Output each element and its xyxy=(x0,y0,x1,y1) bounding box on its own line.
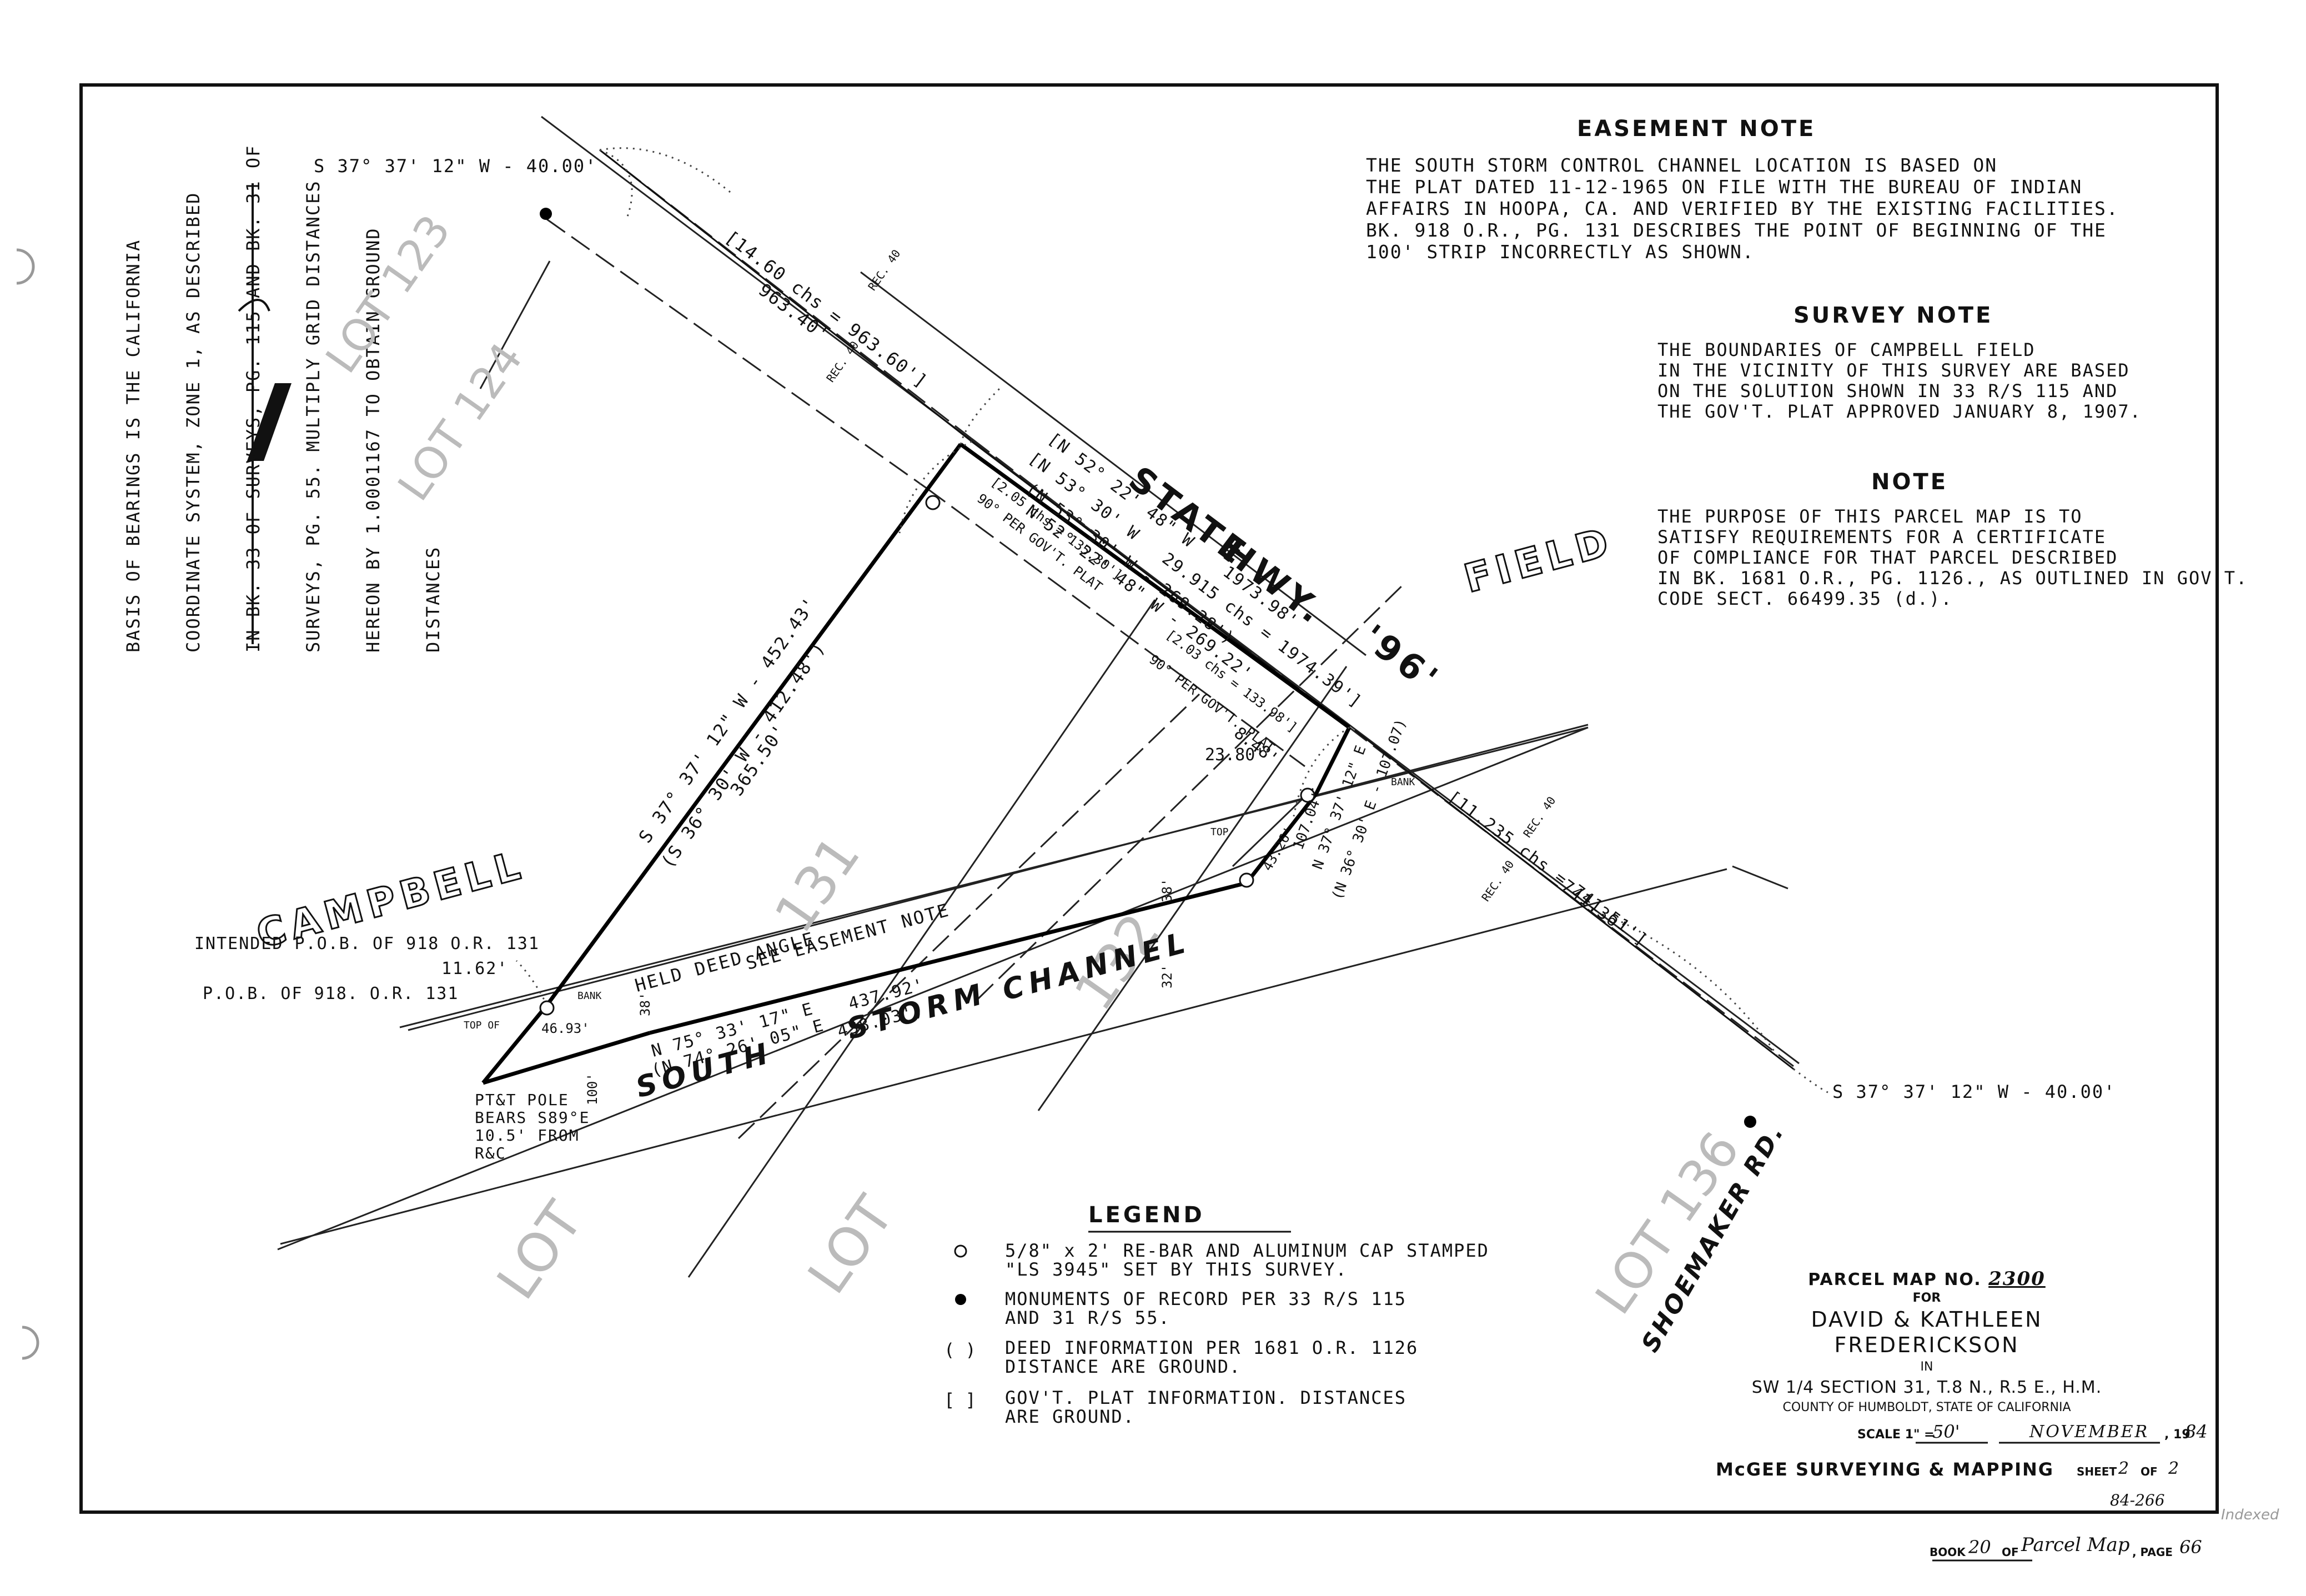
lot-lines xyxy=(277,116,1800,1278)
indexed-stamp: Indexed xyxy=(2221,1507,2279,1523)
easement-line: AFFAIRS IN HOOPA, CA. AND VERIFIED BY TH… xyxy=(1366,198,2119,219)
intended-pob-label: INTENDED P.O.B. OF 918 O.R. 131 xyxy=(194,934,540,953)
survey-line: IN THE VICINITY OF THIS SURVEY ARE BASED xyxy=(1657,360,2130,381)
page-label: , PAGE xyxy=(2132,1545,2173,1559)
note-line: OF COMPLIANCE FOR THAT PARCEL DESCRIBED xyxy=(1657,547,2118,568)
legend-item-plat: GOV'T. PLAT INFORMATION. DISTANCES ARE G… xyxy=(1005,1387,1407,1427)
sheet-label: SHEET xyxy=(2077,1465,2117,1478)
survey-note-body: THE BOUNDARIES OF CAMPBELL FIELD IN THE … xyxy=(1657,340,2142,422)
note-line: SATISFY REQUIREMENTS FOR A CERTIFICATE xyxy=(1657,526,2107,548)
firm-name: McGEE SURVEYING & MAPPING xyxy=(1716,1459,2054,1480)
pin-pob xyxy=(539,1000,555,1016)
tie-bottom-label: S 37° 37' 12" W - 40.00' xyxy=(1832,1081,2116,1102)
dim-100: 100' xyxy=(585,1073,600,1105)
dim-38-west: 38' xyxy=(637,992,653,1016)
legend-deed-symbol: ( ) xyxy=(944,1339,976,1361)
survey-note-title: SURVEY NOTE xyxy=(1793,303,1993,328)
parcel-map-line: PARCEL MAP NO. 2300 xyxy=(1808,1268,2046,1290)
sheet-total: 2 xyxy=(2168,1459,2179,1478)
sheet-of-label: OF xyxy=(2141,1465,2158,1478)
scale-value: 50' xyxy=(1932,1421,1960,1442)
legend-pin-icon xyxy=(954,1244,967,1258)
title-block: PARCEL MAP NO. 2300 FOR DAVID & KATHLEEN… xyxy=(1716,1269,2138,1417)
arc-annotations xyxy=(515,147,1833,1095)
bank-label: BANK xyxy=(577,990,602,1002)
note-title: NOTE xyxy=(1871,469,1948,495)
book-number: 20 xyxy=(1968,1537,1991,1558)
basis-of-bearings: BASIS OF BEARINGS IS THE CALIFORNIA COOR… xyxy=(123,144,444,653)
scale-label: SCALE 1" = xyxy=(1857,1428,1935,1442)
pt-pole-note: PT&T POLE BEARS S89°E 10.5' FROM R&C xyxy=(475,1091,590,1162)
sheet-border xyxy=(79,83,2219,1514)
dim-46-93: 46.93' xyxy=(541,1021,590,1036)
binder-hole-top xyxy=(16,248,35,285)
note-line: IN BK. 1681 O.R., PG. 1126., AS OUTLINED… xyxy=(1657,568,2248,589)
pin-channel xyxy=(1239,872,1254,888)
date-month: NOVEMBER xyxy=(2029,1422,2149,1442)
for-label: FOR xyxy=(1912,1291,1941,1305)
monument-nw xyxy=(540,208,552,220)
pin-east xyxy=(1300,787,1315,803)
easement-line: 100' STRIP INCORRECTLY AS SHOWN. xyxy=(1366,241,1755,263)
section-description: SW 1/4 SECTION 31, T.8 N., R.5 E., H.M. xyxy=(1751,1378,2102,1397)
owner-name: DAVID & KATHLEEN FREDERICKSON xyxy=(1811,1307,2043,1357)
monument-se xyxy=(1744,1116,1756,1128)
bank-label-east: BANK xyxy=(1391,776,1415,788)
county-state: COUNTY OF HUMBOLDT, STATE OF CALIFORNIA xyxy=(1782,1401,2071,1414)
note-line: THE PURPOSE OF THIS PARCEL MAP IS TO xyxy=(1657,506,2083,527)
easement-line: BK. 918 O.R., PG. 131 DESCRIBES THE POIN… xyxy=(1366,219,2107,241)
legend-item-deed: DEED INFORMATION PER 1681 O.R. 1126 DIST… xyxy=(1005,1337,1419,1377)
note-body: THE PURPOSE OF THIS PARCEL MAP IS TO SAT… xyxy=(1657,506,2248,609)
binder-hole-bottom xyxy=(22,1326,39,1360)
easement-note-title: EASEMENT NOTE xyxy=(1577,116,1816,142)
tie-top-label: S 37° 37' 12" W - 40.00' xyxy=(314,155,597,177)
in-label: IN xyxy=(1920,1360,1933,1374)
legend-monument-icon xyxy=(955,1294,966,1305)
easement-note-body: THE SOUTH STORM CONTROL CHANNEL LOCATION… xyxy=(1366,154,2119,263)
dim-11-62: 11.62' xyxy=(441,959,509,978)
dim-23-80: 23.80' xyxy=(1205,745,1265,765)
easement-line: THE SOUTH STORM CONTROL CHANNEL LOCATION… xyxy=(1366,154,1998,176)
dim-32: 32' xyxy=(1159,964,1175,988)
north-arrow-icon xyxy=(238,299,292,461)
survey-line: ON THE SOLUTION SHOWN IN 33 R/S 115 AND xyxy=(1657,380,2118,401)
book-label: BOOK xyxy=(1930,1545,1966,1559)
pin-north xyxy=(925,495,941,510)
page-number: 66 xyxy=(2179,1537,2202,1558)
legend-item-pin: 5/8" x 2' RE-BAR AND ALUMINUM CAP STAMPE… xyxy=(1005,1240,1489,1280)
note-line: CODE SECT. 66499.35 (d.). xyxy=(1657,588,1953,609)
book-of-label: OF xyxy=(2002,1545,2019,1559)
job-number: 84-266 xyxy=(2110,1491,2165,1509)
survey-line: THE BOUNDARIES OF CAMPBELL FIELD xyxy=(1657,339,2036,360)
easement-line: THE PLAT DATED 11-12-1965 ON FILE WITH T… xyxy=(1366,176,2083,198)
legend-item-monument: MONUMENTS OF RECORD PER 33 R/S 115 AND 3… xyxy=(1005,1288,1407,1328)
pob-label: P.O.B. OF 918. O.R. 131 xyxy=(203,984,459,1003)
top-of-label: TOP OF xyxy=(464,1020,500,1031)
legend-title: LEGEND xyxy=(1088,1202,1205,1228)
parcel-map-number: 2300 xyxy=(1988,1268,2046,1290)
sheet-number: 2 xyxy=(2118,1459,2129,1478)
book-type: Parcel Map xyxy=(2021,1534,2130,1556)
survey-line: THE GOV'T. PLAT APPROVED JANUARY 8, 1907… xyxy=(1657,401,2142,422)
top-label: TOP xyxy=(1210,826,1229,838)
parcel-boundary xyxy=(481,443,1352,1085)
date-year: 84 xyxy=(2185,1421,2208,1442)
field-lines xyxy=(280,724,1727,1245)
dim-38-east: 38' xyxy=(1159,878,1175,902)
legend-plat-symbol: [ ] xyxy=(944,1389,976,1411)
date-year-prefix: , 19 xyxy=(2164,1428,2191,1442)
